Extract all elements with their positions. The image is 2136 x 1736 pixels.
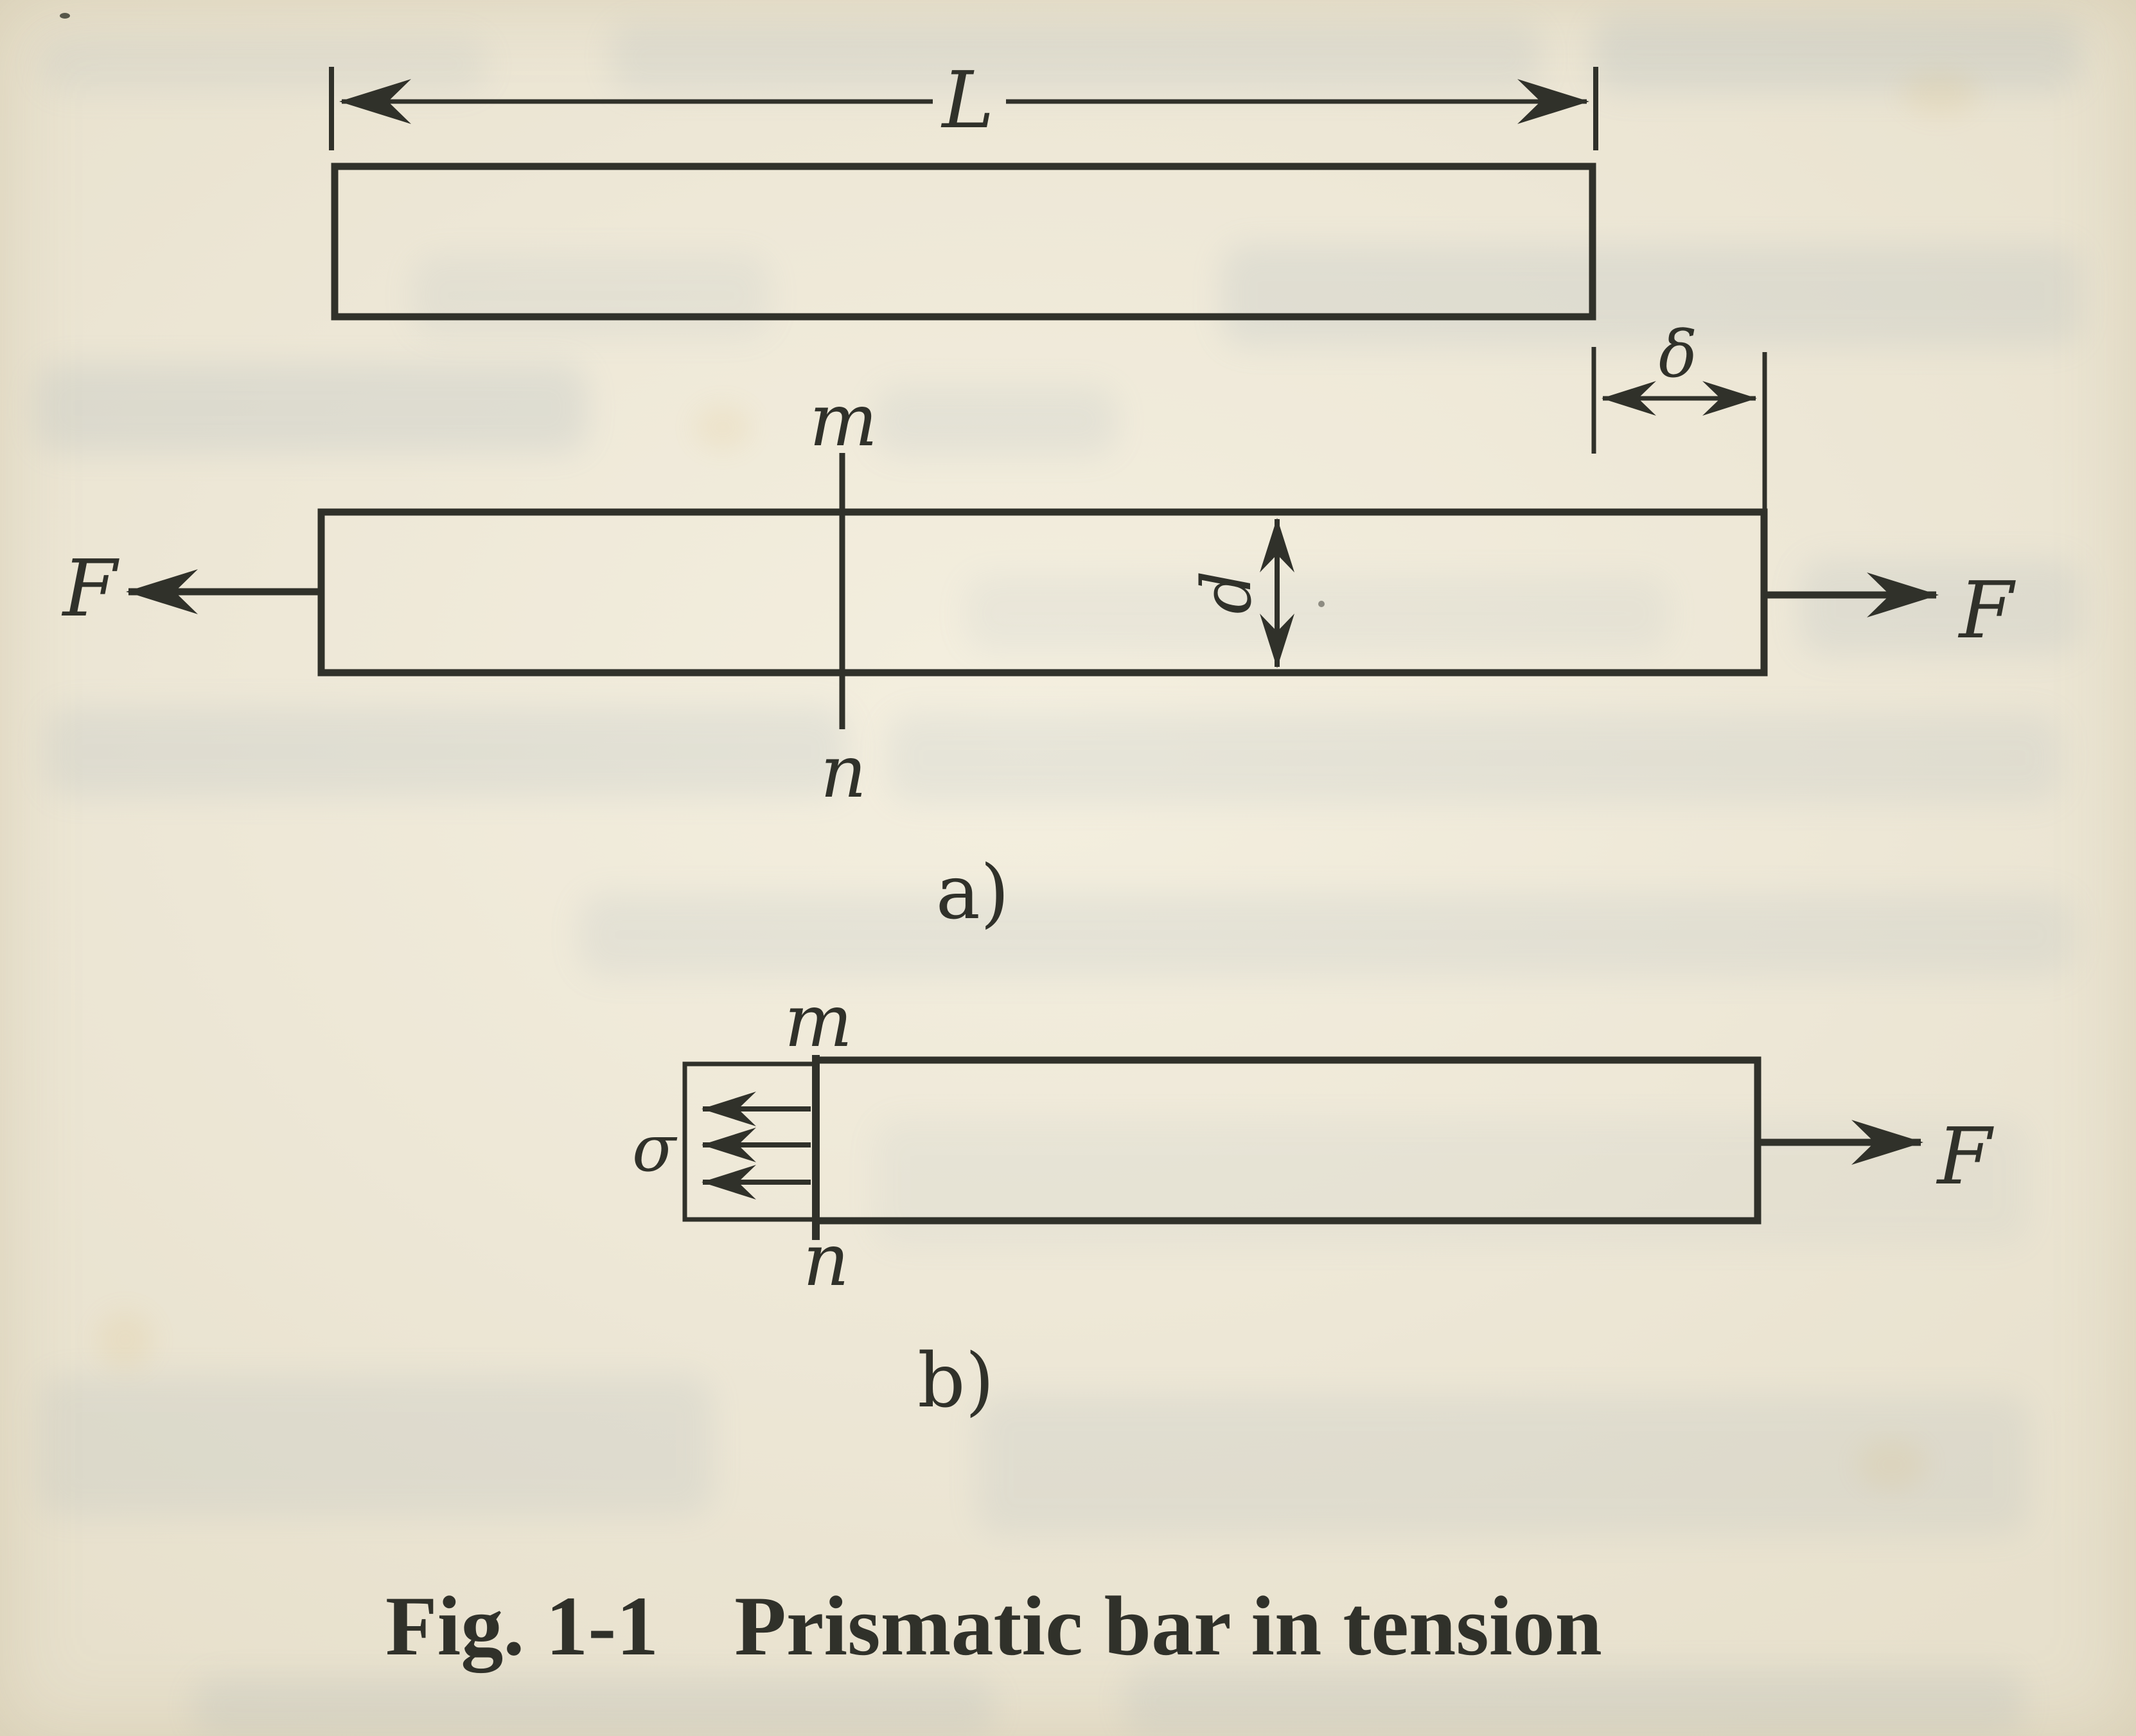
section-top-label-a: m <box>809 379 878 463</box>
length-label: L <box>942 55 994 146</box>
force-label-right-b: F <box>1937 1111 1992 1202</box>
diameter-label: d <box>1187 571 1266 614</box>
figure-number: Fig. 1-1 <box>385 1579 659 1673</box>
ink-fleck <box>1318 601 1325 607</box>
figure-title: Prismatic bar in tension <box>734 1579 1602 1673</box>
figure-caption: Fig. 1-1 Prismatic bar in tension <box>385 1579 1602 1672</box>
section-bottom-label-b: n <box>802 1219 850 1302</box>
stress-label: σ <box>631 1111 676 1186</box>
elongation-label: δ <box>1658 317 1698 392</box>
bar-cut-portion <box>812 1056 1761 1225</box>
panel-b-label: b) <box>917 1338 994 1424</box>
ink-fleck <box>60 13 70 19</box>
bar-unloaded <box>331 163 1596 321</box>
section-top-label-b: m <box>784 980 853 1063</box>
bar-loaded <box>317 508 1768 677</box>
panel-a-label: a) <box>935 849 1010 936</box>
force-label-left: F <box>62 543 118 634</box>
section-bottom-label-a: n <box>820 731 867 814</box>
stress-envelope-box <box>682 1061 818 1222</box>
force-label-right-a: F <box>1959 565 2014 656</box>
